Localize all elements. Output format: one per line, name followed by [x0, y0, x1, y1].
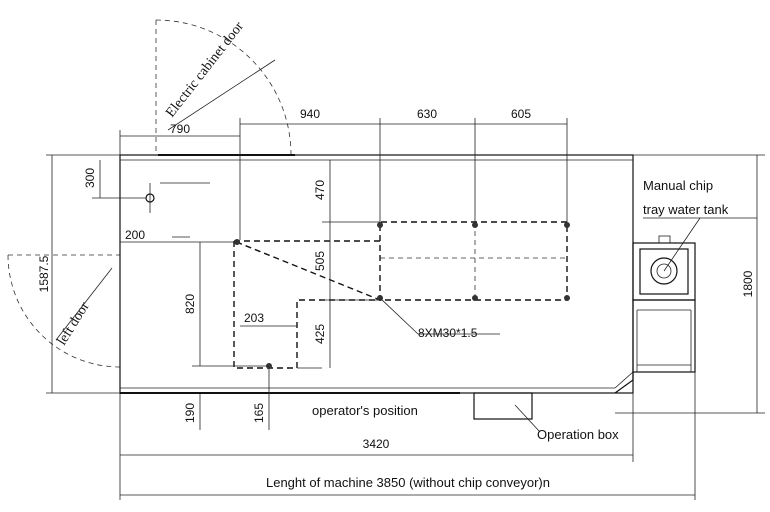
fixture-grid: [380, 222, 567, 300]
dim-3420: 3420: [363, 437, 390, 451]
dim-470: 470: [313, 180, 327, 200]
operation-box: [473, 392, 541, 433]
bolt-spec-label: 8XM30*1.5: [418, 326, 478, 340]
dim-790: 790: [170, 122, 190, 136]
left-dimension-lines: [46, 154, 297, 394]
dim-1800: 1800: [741, 270, 755, 297]
dim-505: 505: [313, 251, 327, 271]
dim-190: 190: [183, 403, 197, 423]
dim-203: 203: [244, 311, 264, 325]
left-door-leader: [55, 267, 113, 341]
dim-940: 940: [300, 107, 320, 121]
operation-box-label: Operation box: [537, 427, 619, 442]
dim-820: 820: [183, 294, 197, 314]
manual-chip-label-2: tray water tank: [643, 202, 729, 217]
dim-165: 165: [252, 403, 266, 423]
electric-cabinet-door-leader: [167, 59, 276, 131]
dim-630: 630: [417, 107, 437, 121]
manual-chip-label-1: Manual chip: [643, 178, 713, 193]
water-tank: [632, 217, 701, 301]
dim-425: 425: [313, 324, 327, 344]
operators-position-label: operator's position: [312, 403, 418, 418]
right-dimension-line: [615, 154, 765, 414]
dim-1587-5: 1587.5: [37, 255, 51, 292]
top-dimension-lines: [119, 118, 568, 240]
bolt-spec-leader: [379, 297, 419, 335]
left-door-swing: [7, 254, 121, 368]
bolt-holes: [145, 193, 570, 369]
machine-outline: [119, 154, 634, 394]
middle-dimension-lines: [297, 160, 380, 369]
electric-cabinet-door-swing: [155, 19, 292, 156]
dim-300: 300: [83, 168, 97, 188]
machine-length-label: Lenght of machine 3850 (without chip con…: [266, 475, 550, 490]
chip-tray: [614, 299, 696, 394]
dim-605: 605: [511, 107, 531, 121]
table-outline-dashed: [233, 221, 568, 369]
bottom-dimension-lines: [119, 368, 696, 500]
dim-200: 200: [125, 228, 145, 242]
left-door-label: left door: [55, 299, 93, 348]
